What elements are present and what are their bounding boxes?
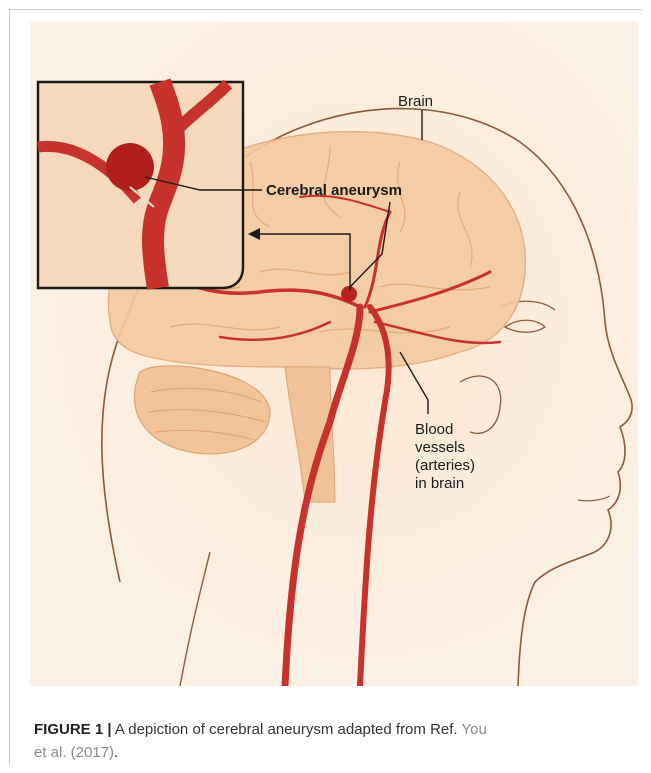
label-cerebral-aneurysm: Cerebral aneurysm xyxy=(266,182,402,199)
aneurysm-bulge xyxy=(341,286,357,302)
figure-caption: FIGURE 1 | A depiction of cerebral aneur… xyxy=(34,718,634,764)
label-vessels-line3: (arteries) xyxy=(415,457,475,474)
caption-end: . xyxy=(114,744,118,761)
caption-reference-link-part2[interactable]: et al. (2017) xyxy=(34,744,114,761)
label-vessels-line2: vessels xyxy=(415,439,465,456)
label-brain: Brain xyxy=(398,93,433,110)
aneurysm-illustration: Brain Cerebral aneurysm Blood vessels (a… xyxy=(30,22,638,686)
label-vessels-line4: in brain xyxy=(415,475,464,492)
caption-figure-label: FIGURE 1 | xyxy=(34,721,112,738)
caption-text: A depiction of cerebral aneurysm adapted… xyxy=(112,721,462,738)
label-vessels-line1: Blood xyxy=(415,421,453,438)
caption-reference-link-part1[interactable]: You xyxy=(461,721,486,738)
illustration-svg: Brain Cerebral aneurysm Blood vessels (a… xyxy=(30,22,638,686)
